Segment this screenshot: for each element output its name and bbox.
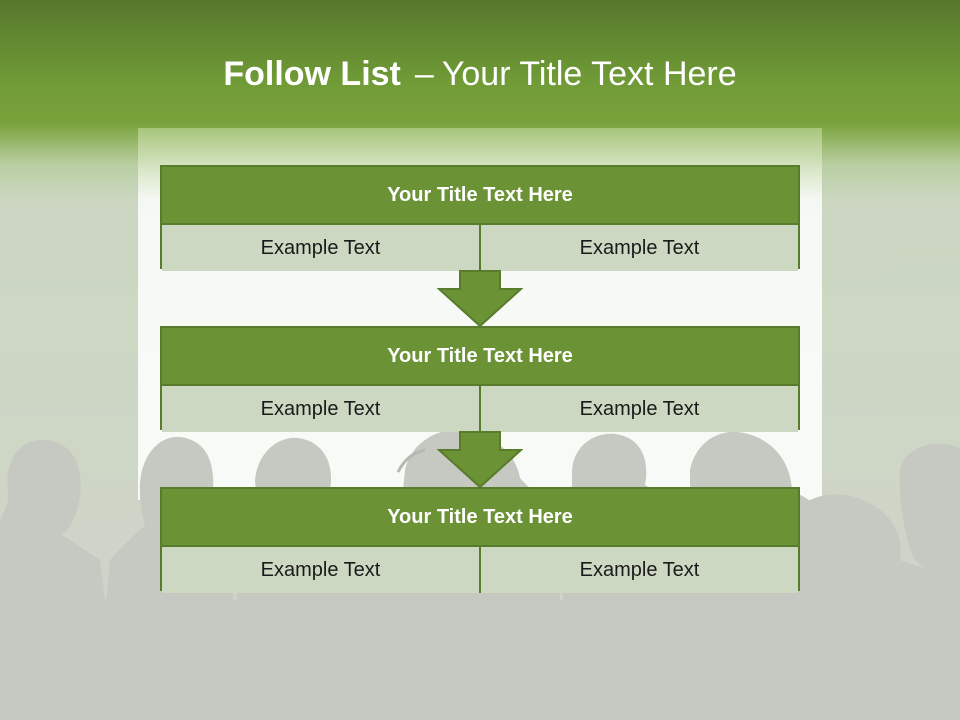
down-arrow-icon xyxy=(437,431,523,489)
title-bold: Follow List xyxy=(223,55,401,93)
block-title: Your Title Text Here xyxy=(162,489,798,545)
list-block-3: Your Title Text Here Example Text Exampl… xyxy=(160,487,800,593)
block-cell-left: Example Text xyxy=(162,386,479,432)
list-block-1: Your Title Text Here Example Text Exampl… xyxy=(160,165,800,271)
block-cell-right: Example Text xyxy=(479,225,798,271)
title-dash: – xyxy=(414,55,434,93)
page-title: Follow List–Your Title Text Here xyxy=(0,55,960,94)
block-title: Your Title Text Here xyxy=(162,328,798,384)
down-arrow-icon xyxy=(437,270,523,328)
block-cell-right: Example Text xyxy=(479,547,798,593)
block-cell-right: Example Text xyxy=(479,386,798,432)
block-row: Example Text Example Text xyxy=(162,545,798,593)
title-rest: Your Title Text Here xyxy=(441,55,737,93)
block-cell-left: Example Text xyxy=(162,547,479,593)
block-row: Example Text Example Text xyxy=(162,384,798,432)
block-cell-left: Example Text xyxy=(162,225,479,271)
list-block-2: Your Title Text Here Example Text Exampl… xyxy=(160,326,800,432)
block-title: Your Title Text Here xyxy=(162,167,798,223)
block-row: Example Text Example Text xyxy=(162,223,798,271)
